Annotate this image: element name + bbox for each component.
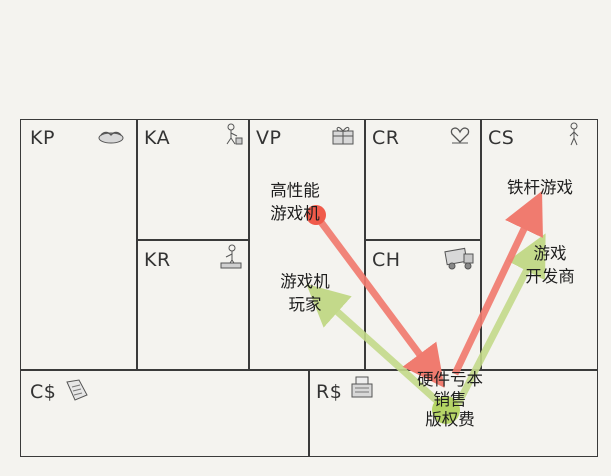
revenue-line2: 销售 bbox=[433, 390, 467, 409]
red-arrow-to-revenue bbox=[315, 215, 445, 388]
vp-label: VP bbox=[256, 127, 282, 149]
revenue-note: 硬件亏本 销售 版权费 bbox=[402, 370, 498, 430]
cs-top-note: 铁杆游戏 bbox=[507, 178, 573, 197]
customer-segments-block bbox=[480, 119, 598, 371]
truck-icon bbox=[444, 247, 474, 270]
cost-label: C$ bbox=[30, 381, 57, 403]
key-resources-block bbox=[136, 239, 250, 371]
price-tag-icon bbox=[66, 379, 88, 401]
gift-icon bbox=[332, 126, 354, 145]
red-arrow-to-hardcore bbox=[451, 191, 543, 376]
ka-label: KA bbox=[144, 127, 171, 149]
cs-bottom-note: 游戏 开发商 bbox=[510, 242, 590, 288]
cs-label: CS bbox=[488, 127, 515, 149]
heart-icon bbox=[450, 127, 470, 144]
kp-label: KP bbox=[30, 127, 55, 149]
red-origin-dot bbox=[306, 205, 326, 225]
cs-bottom-line1: 游戏 bbox=[533, 244, 567, 263]
handshake-icon bbox=[98, 131, 124, 144]
revenue-streams-block bbox=[308, 369, 598, 457]
green-arrow-to-players bbox=[306, 284, 448, 411]
resource-worker-icon bbox=[220, 244, 242, 269]
revenue-line3: 版权费 bbox=[425, 410, 475, 429]
vp-bottom-line1: 游戏机 bbox=[280, 272, 330, 291]
revenue-line1: 硬件亏本 bbox=[417, 370, 483, 389]
vp-bottom-note: 游戏机 玩家 bbox=[266, 270, 344, 316]
kr-label: KR bbox=[144, 249, 171, 271]
vp-top-line2: 游戏机 bbox=[270, 204, 320, 223]
vp-top-note: 高性能 游戏机 bbox=[256, 179, 334, 225]
ch-label: CH bbox=[372, 249, 401, 271]
person-icon bbox=[569, 122, 579, 146]
customer-relationships-block bbox=[364, 119, 482, 241]
worker-icon bbox=[226, 123, 243, 145]
vp-bottom-line2: 玩家 bbox=[288, 295, 322, 314]
vp-top-line1: 高性能 bbox=[270, 181, 320, 200]
key-partners-block bbox=[20, 119, 138, 371]
value-proposition-block bbox=[248, 119, 366, 371]
rev-label: R$ bbox=[316, 381, 343, 403]
green-origin-dot bbox=[432, 396, 460, 424]
cs-bottom-line2: 开发商 bbox=[525, 267, 575, 286]
cash-register-icon bbox=[351, 376, 373, 398]
key-activities-block bbox=[136, 119, 250, 241]
green-arrow-to-developers bbox=[454, 233, 546, 406]
cr-label: CR bbox=[372, 127, 400, 149]
cost-structure-block bbox=[20, 369, 310, 457]
